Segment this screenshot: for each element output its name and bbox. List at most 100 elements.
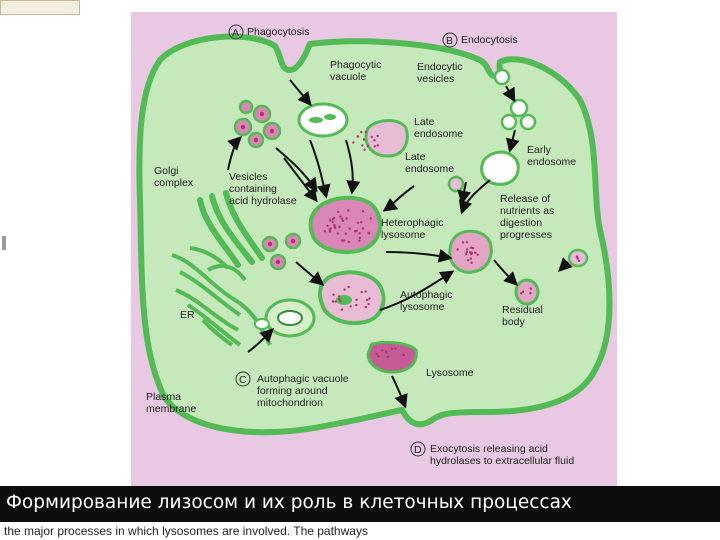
enzyme-granule	[338, 226, 340, 228]
vesicle-granule	[270, 129, 274, 133]
enzyme-granule	[371, 136, 373, 138]
enzyme-granule	[341, 308, 343, 310]
enzyme-granule	[477, 254, 479, 256]
enzyme-granule	[348, 286, 350, 288]
enzyme-granule	[470, 262, 472, 264]
label-exocytosis-1: Exocytosis releasing acid	[430, 443, 548, 455]
enzyme-granule	[355, 299, 357, 301]
label-late-endosome-top-2: endosome	[414, 128, 463, 140]
enzyme-granule	[341, 218, 343, 220]
enzyme-granule	[373, 139, 375, 141]
label-plasma-1: Plasma	[146, 391, 181, 403]
label-endocytic-vesicles-1: Endocytic	[417, 61, 463, 73]
label-vesicles-3: acid hydrolase	[229, 195, 297, 207]
enzyme-granule	[352, 141, 354, 143]
enzyme-granule	[465, 253, 467, 255]
residual-body	[516, 280, 538, 304]
enzyme-granule	[403, 354, 405, 356]
enzyme-granule	[363, 149, 365, 151]
lysosome-bottom	[368, 342, 416, 372]
enzyme-granule	[355, 304, 357, 306]
enzyme-granule	[376, 135, 378, 137]
enzyme-granule	[362, 210, 364, 212]
enzyme-granule	[466, 241, 468, 243]
slide-edge-mark	[2, 236, 6, 250]
enzyme-granule	[345, 233, 347, 235]
label-exocytosis-2: hydrolases to extracellular fluid	[430, 455, 574, 467]
enzyme-granule	[391, 348, 393, 350]
enzyme-granule	[332, 294, 334, 296]
label-autophagic-1: Autophagic	[400, 289, 453, 301]
enzyme-granule	[339, 215, 341, 217]
label-golgi-2: complex	[154, 177, 194, 189]
enzyme-granule	[374, 145, 376, 147]
slide-caption: Формирование лизосом и их роль в клеточн…	[6, 492, 572, 513]
vesicle-granule	[268, 242, 272, 246]
label-autophagic-vacuole-3: mitochondrion	[257, 397, 323, 409]
enzyme-granule	[350, 305, 352, 307]
enzyme-granule	[360, 221, 362, 223]
enzyme-granule	[462, 241, 464, 243]
label-endocytic-vesicles-2: vesicles	[417, 73, 454, 85]
enzyme-granule	[394, 347, 396, 349]
enzyme-granule	[348, 241, 350, 243]
enzyme-granule	[362, 227, 364, 229]
enzyme-granule	[324, 230, 326, 232]
vesicle-granule	[291, 239, 295, 243]
late-endosome-top	[366, 121, 407, 157]
enzyme-granule	[365, 131, 367, 133]
label-release-3: digestion	[500, 217, 542, 229]
enzyme-granule	[376, 353, 378, 355]
enzyme-granule	[367, 303, 369, 305]
heterophagic-lysosome	[311, 198, 381, 252]
enzyme-granule	[361, 144, 363, 146]
enzyme-granule	[360, 131, 362, 133]
label-heterophagic-1: Heterophagic	[381, 217, 443, 229]
label-residual-2: body	[502, 316, 526, 328]
label-late-endosome-top-1: Late	[414, 116, 435, 128]
enzyme-granule	[345, 217, 347, 219]
corner-logo	[0, 0, 80, 15]
label-a: A	[232, 27, 239, 39]
enzyme-granule	[343, 288, 345, 290]
enzyme-granule	[470, 257, 472, 259]
enzyme-granule	[466, 248, 468, 250]
enzyme-granule	[466, 251, 468, 253]
late-endosome-mid	[449, 177, 463, 191]
enzyme-granule	[333, 217, 335, 219]
enzyme-granule	[363, 138, 365, 140]
label-heterophagic-2: lysosome	[381, 229, 426, 241]
enzyme-granule	[347, 209, 349, 211]
enzyme-granule	[332, 300, 334, 302]
label-b: B	[446, 35, 453, 47]
enzyme-granule	[529, 292, 531, 294]
enzyme-granule	[474, 252, 476, 254]
enzyme-granule	[326, 225, 328, 227]
enzyme-granule	[578, 260, 580, 262]
enzyme-granule	[365, 290, 367, 292]
enzyme-granule	[577, 257, 579, 259]
label-vesicles-2: containing	[229, 183, 277, 195]
label-autophagic-2: lysosome	[400, 301, 445, 313]
label-release-2: nutrients as	[500, 205, 554, 217]
label-release-4: progresses	[500, 229, 552, 241]
enzyme-granule	[361, 291, 363, 293]
enzyme-granule	[337, 232, 339, 234]
enzyme-granule	[358, 232, 360, 234]
enzyme-granule	[337, 211, 339, 213]
enzyme-granule	[329, 219, 331, 221]
label-late-endosome-mid-2: endosome	[405, 163, 454, 175]
enzyme-granule	[520, 292, 522, 294]
phagocytic-vacuole	[299, 104, 347, 136]
enzyme-granule	[366, 299, 368, 301]
label-late-endosome-mid-1: Late	[405, 151, 426, 163]
enzyme-granule	[342, 220, 344, 222]
vesicle-granule	[276, 260, 280, 264]
enzyme-granule	[332, 221, 334, 223]
enzyme-granule	[338, 298, 340, 300]
enzyme-granule	[365, 306, 367, 308]
enzyme-granule	[333, 225, 335, 227]
label-early-endosome-1: Early	[527, 144, 552, 156]
label-plasma-2: membrane	[146, 403, 196, 415]
source-text-fragment: the major processes in which lysosomes a…	[4, 524, 368, 538]
